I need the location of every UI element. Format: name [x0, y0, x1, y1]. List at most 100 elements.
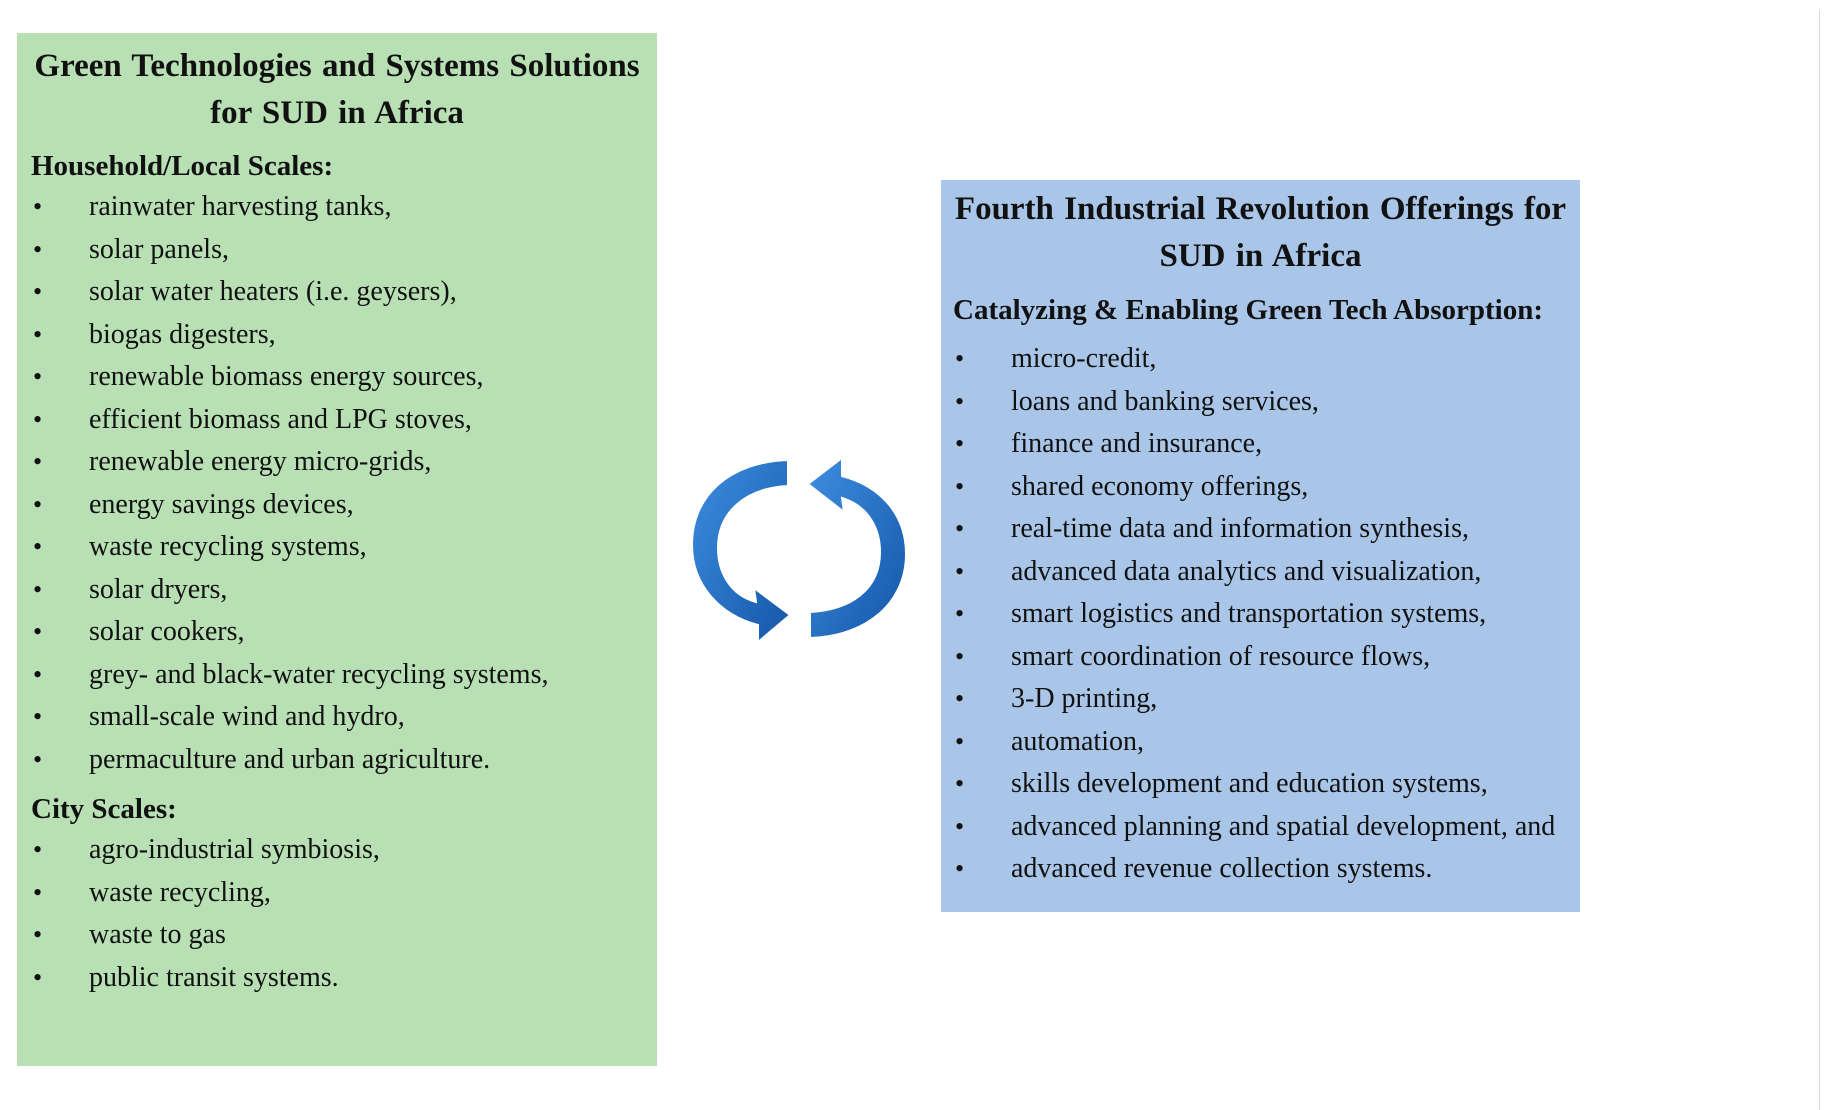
arrow-up-right-icon: [806, 455, 908, 640]
household-item: • solar panels,: [31, 229, 643, 272]
fir-item-label: advanced planning and spatial developmen…: [1011, 810, 1556, 842]
fir-item: • real-time data and information synthesi…: [953, 508, 1568, 551]
fir-item: • shared economy offerings,: [953, 466, 1568, 509]
green-technologies-panel: Green Technologies and Systems Solutions…: [17, 33, 657, 1066]
fir-item: • finance and insurance,: [953, 423, 1568, 466]
household-item-label: efficient biomass and LPG stoves,: [89, 403, 472, 435]
city-item-label: public transit systems.: [89, 961, 339, 993]
household-item-label: renewable biomass energy sources,: [89, 361, 484, 392]
household-item-label: solar cookers,: [89, 616, 245, 647]
fir-item: • micro-credit,: [953, 338, 1568, 381]
household-item: • solar dryers,: [31, 569, 643, 612]
fir-item-label: shared economy offerings,: [1011, 470, 1309, 502]
bullet-icon: •: [33, 192, 43, 221]
fir-item: • smart coordination of resource flows,: [953, 636, 1568, 679]
household-item: • solar cookers,: [31, 611, 643, 654]
bullet-icon: •: [955, 769, 965, 798]
fir-item-label: 3-D printing,: [1011, 683, 1158, 714]
bullet-icon: •: [955, 811, 965, 841]
bullet-icon: •: [33, 404, 43, 434]
bullet-icon: •: [33, 319, 43, 349]
household-item: • grey- and black-water recycling systems…: [31, 654, 643, 697]
cycle-arrows-icon: [690, 455, 908, 645]
household-item: • efficient biomass and LPG stoves,: [31, 399, 643, 442]
city-item: • waste recycling,: [31, 872, 643, 915]
fir-items-list: • micro-credit, • loans and banking service…: [953, 338, 1568, 891]
household-item: • biogas digesters,: [31, 314, 643, 357]
bullet-icon: •: [955, 556, 965, 586]
household-item: • renewable biomass energy sources,: [31, 356, 643, 399]
fir-item: • advanced planning and spatial developme…: [953, 806, 1568, 849]
fourth-industrial-revolution-panel: Fourth Industrial Revolution Offerings f…: [941, 180, 1580, 912]
bullet-icon: •: [33, 532, 43, 561]
bullet-icon: •: [955, 684, 965, 713]
household-item: • energy savings devices,: [31, 484, 643, 527]
fir-item: • skills development and education system…: [953, 763, 1568, 806]
bullet-icon: •: [33, 447, 43, 476]
arrow-down-left-icon: [690, 458, 792, 645]
household-item-label: solar water heaters (i.e. geysers),: [89, 276, 457, 307]
household-item-label: biogas digesters,: [89, 318, 276, 350]
city-item: • waste to gas: [31, 914, 643, 957]
household-item-label: solar dryers,: [89, 573, 228, 605]
household-item: • small-scale wind and hydro,: [31, 696, 643, 739]
fir-item-label: finance and insurance,: [1011, 428, 1263, 459]
household-item: • rainwater harvesting tanks,: [31, 186, 643, 229]
fir-item: • 3-D printing,: [953, 678, 1568, 721]
bullet-icon: •: [33, 962, 43, 992]
bullet-icon: •: [955, 599, 965, 628]
fir-item-label: loans and banking services,: [1011, 385, 1319, 417]
bullet-icon: •: [955, 726, 965, 756]
fir-item: • advanced revenue collection systems.: [953, 848, 1568, 891]
household-item-label: permaculture and urban agriculture.: [89, 743, 491, 775]
bullet-icon: •: [33, 835, 43, 864]
fir-item: • automation,: [953, 721, 1568, 764]
fir-item-label: smart coordination of resource flows,: [1011, 640, 1431, 672]
bullet-icon: •: [955, 641, 965, 671]
city-items-list: • agro-industrial symbiosis, • waste recycl…: [31, 829, 643, 999]
bullet-icon: •: [33, 659, 43, 689]
fir-item-label: skills development and education systems…: [1011, 768, 1488, 799]
bullet-icon: •: [33, 234, 43, 264]
page-right-border: [1819, 10, 1820, 1110]
household-item-label: small-scale wind and hydro,: [89, 701, 405, 732]
fir-item: • smart logistics and transportation syst…: [953, 593, 1568, 636]
fir-item: • loans and banking services,: [953, 381, 1568, 424]
blue-panel-title: Fourth Industrial Revolution Offerings f…: [954, 191, 1567, 274]
fir-item-label: advanced revenue collection systems.: [1011, 853, 1433, 884]
catalyzing-heading: Catalyzing & Enabling Green Tech Absorpt…: [953, 294, 1544, 326]
bullet-icon: •: [955, 386, 965, 416]
fir-item-label: smart logistics and transportation syste…: [1011, 598, 1487, 629]
bullet-icon: •: [33, 877, 43, 907]
bullet-icon: •: [955, 429, 965, 458]
city-scales-heading: City Scales:: [31, 793, 177, 825]
city-item-label: agro-industrial symbiosis,: [89, 834, 380, 865]
bullet-icon: •: [955, 471, 965, 501]
household-item-label: solar panels,: [89, 233, 229, 265]
fir-item-label: real-time data and information synthesis…: [1011, 513, 1469, 544]
bullet-icon: •: [955, 344, 965, 373]
bullet-icon: •: [33, 920, 43, 949]
bullet-icon: •: [33, 574, 43, 604]
green-panel-title: Green Technologies and Systems Solutions…: [34, 48, 640, 131]
household-item-label: grey- and black-water recycling systems,: [89, 658, 549, 690]
bullet-icon: •: [33, 362, 43, 391]
city-item: • public transit systems.: [31, 957, 643, 1000]
bullet-icon: •: [33, 489, 43, 519]
city-item-label: waste to gas: [89, 919, 226, 950]
city-item-label: waste recycling,: [89, 876, 271, 908]
bullet-icon: •: [33, 702, 43, 731]
household-item: •solar water heaters (i.e. geysers),: [31, 271, 643, 314]
fir-item-label: micro-credit,: [1011, 343, 1157, 374]
bullet-icon: •: [33, 617, 43, 646]
household-items-list: • rainwater harvesting tanks, • solar panel…: [31, 186, 643, 781]
household-item: • renewable energy micro-grids,: [31, 441, 643, 484]
household-item: • waste recycling systems,: [31, 526, 643, 569]
bullet-icon: •: [955, 514, 965, 543]
household-item-label: rainwater harvesting tanks,: [89, 191, 392, 222]
household-item-label: energy savings devices,: [89, 488, 354, 520]
household-item-label: waste recycling systems,: [89, 531, 367, 562]
bullet-icon: •: [955, 854, 965, 883]
fir-item-label: automation,: [1011, 725, 1144, 757]
household-item-label: renewable energy micro-grids,: [89, 446, 432, 477]
